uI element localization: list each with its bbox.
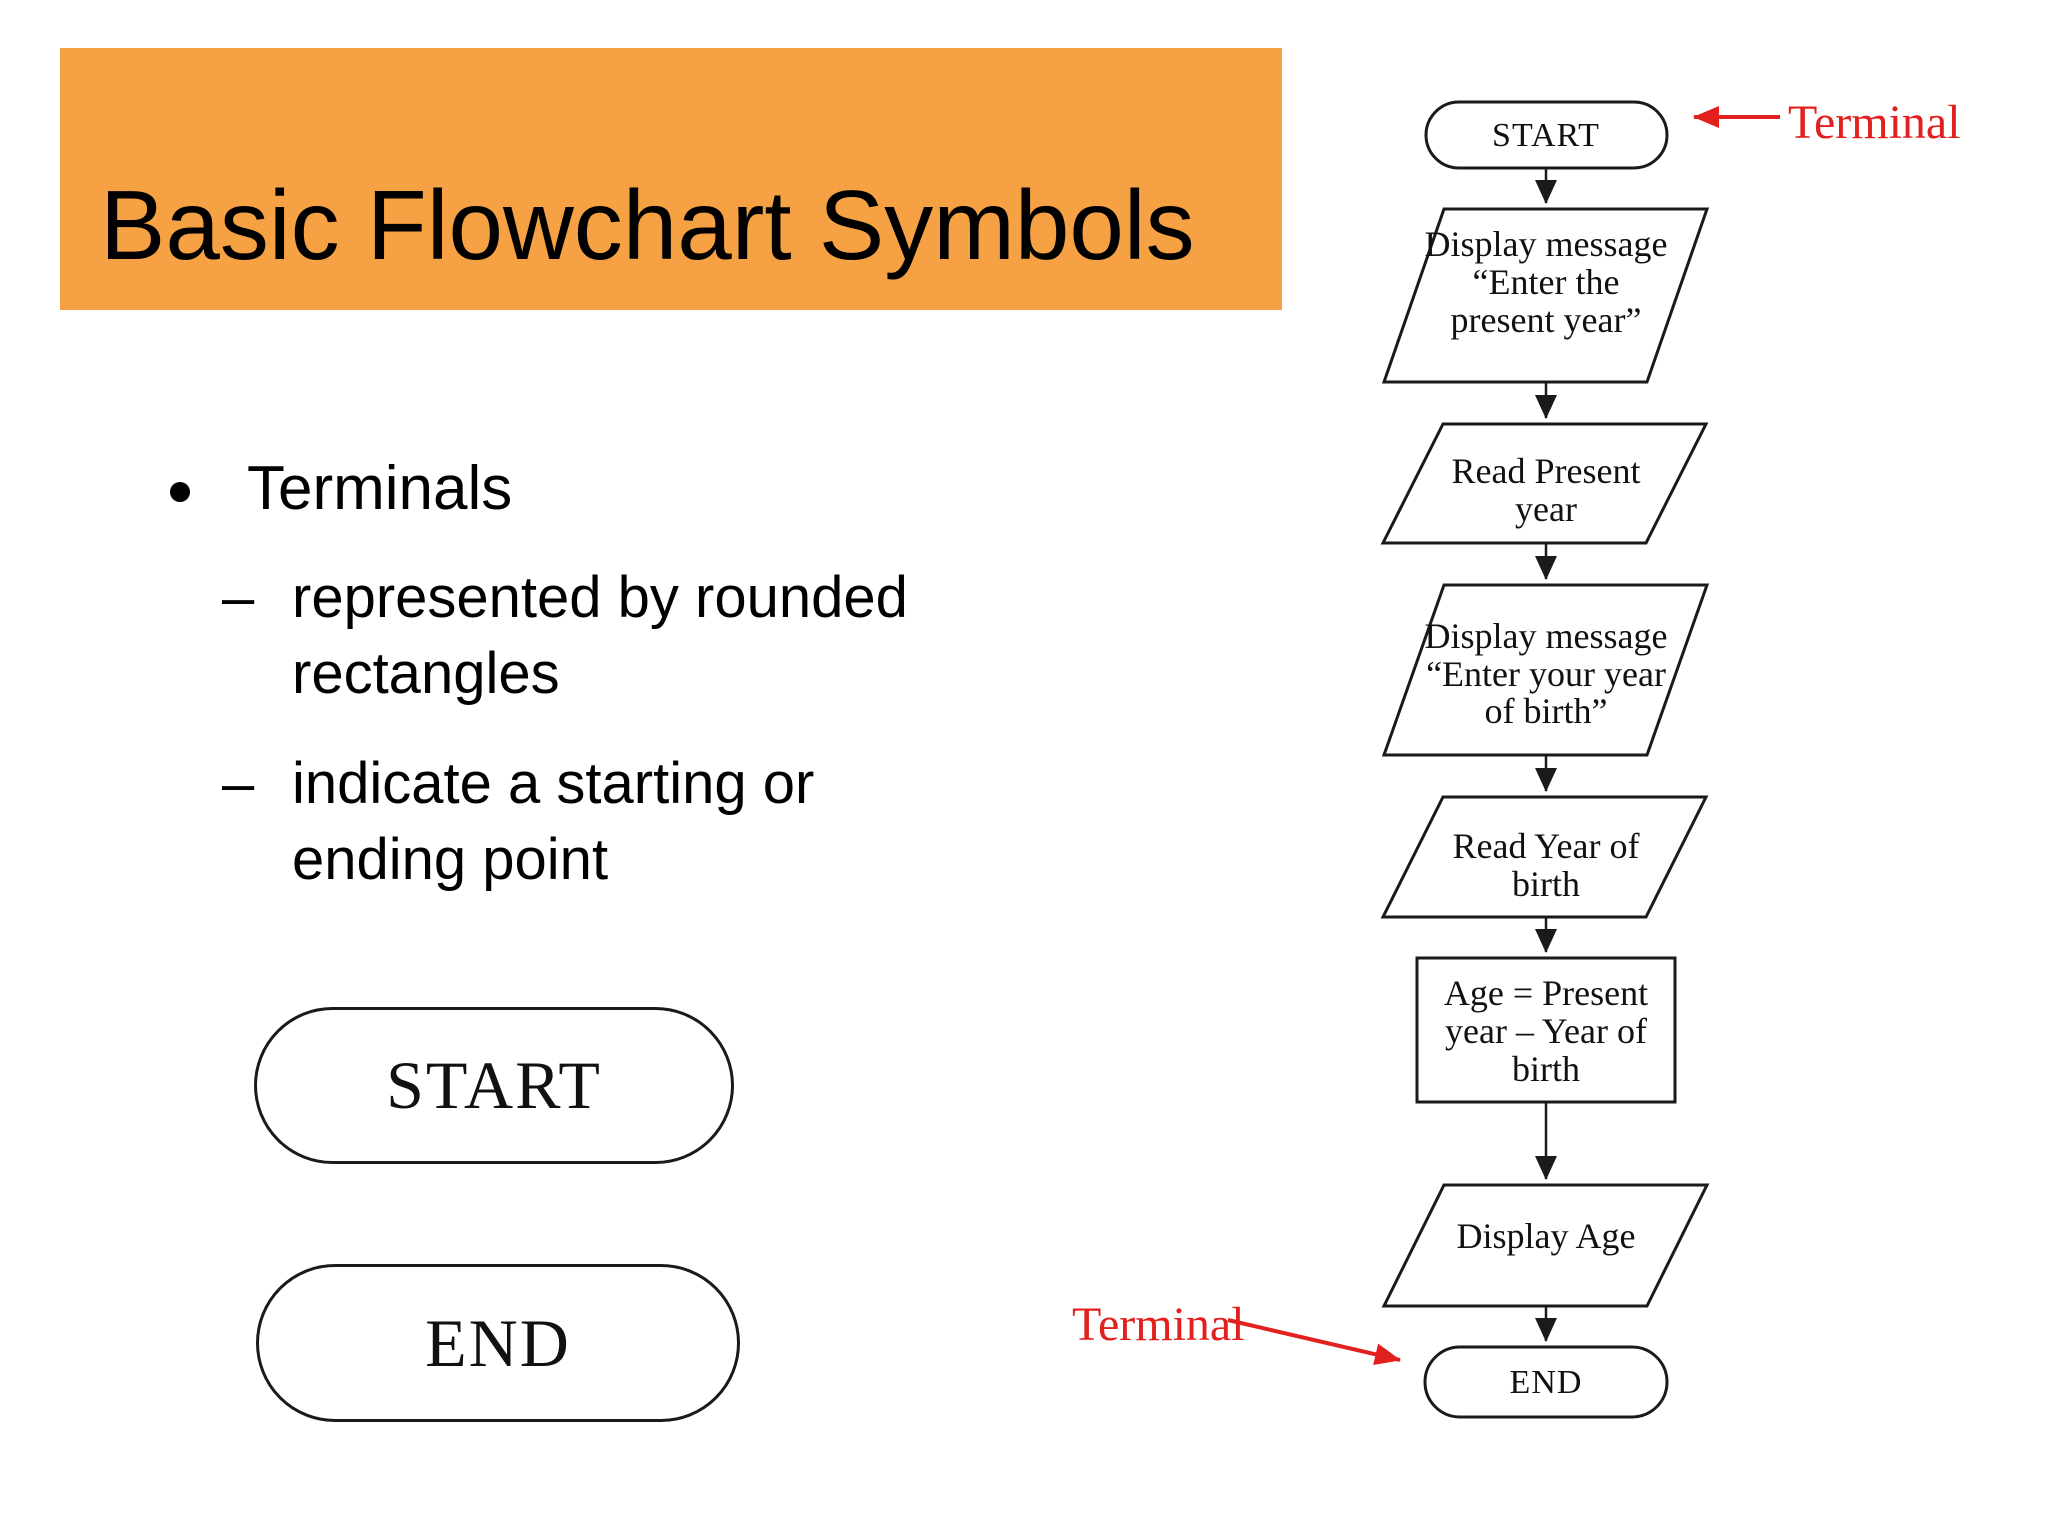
flow-io-enter-present-year-shape [1381,207,1710,384]
page-title: Basic Flowchart Symbols [100,170,1195,280]
bullet-dot [170,482,190,502]
flow-process-age-line-3: birth [1512,1049,1580,1089]
bullet-terminals: Terminals [247,454,513,523]
flow-io-read-birth-year-shape [1380,795,1709,919]
flow-io-read-present-year-shape [1380,422,1709,545]
start-terminal-example: START [254,1007,734,1164]
annotation-terminal-top: Terminal [1788,96,1961,149]
flow-end-terminal-label: END [1510,1364,1583,1401]
sub-bullet-2-line-2: ending point [292,827,609,892]
annotation-arrow-bottom [1227,1318,1401,1366]
flow-io-enter-birth-year-line-3: of birth” [1485,691,1608,731]
flow-io-enter-present-year-line-3: present year” [1451,300,1642,340]
flow-io-read-present-year-line-2: year [1515,489,1577,529]
sub-bullet-2: indicate a starting or ending point [292,746,814,898]
flow-io-enter-birth-year-line-1: Display message [1425,616,1668,656]
flow-process-age-line-2: year – Year of [1445,1011,1647,1051]
flow-start-terminal-label: START [1492,117,1600,154]
sub-bullet-1-line-1: represented by rounded [292,565,908,630]
flow-end-terminal-shape [1423,1345,1669,1419]
sub-bullet-2-line-1: indicate a starting or [292,751,815,816]
end-terminal-example: END [256,1264,740,1422]
sub-bullet-dash-2: – [222,751,255,816]
sub-bullet-1-line-2: rectangles [292,641,560,706]
flow-io-enter-birth-year-shape [1381,583,1710,757]
flow-io-display-age-line-1: Display Age [1457,1216,1636,1256]
title-banner: Basic Flowchart Symbols [60,48,1282,310]
start-terminal-example-label: START [386,1047,602,1123]
annotation-terminal-bottom: Terminal [1072,1298,1245,1351]
sub-bullet-dash-1: – [222,565,255,630]
flow-io-read-birth-year-line-1: Read Year of [1453,826,1640,866]
flow-io-display-age-shape [1381,1183,1710,1308]
flow-io-enter-birth-year-line-2: “Enter your year [1426,654,1666,694]
flow-io-read-present-year-line-1: Read Present [1452,451,1641,491]
flow-io-enter-present-year-line-1: Display message [1425,224,1668,264]
flowchart-diagram: START Display message “Enter the present… [1072,96,1961,1419]
flow-io-enter-present-year-line-2: “Enter the [1473,262,1620,302]
sub-bullet-1: represented by rounded rectangles [292,560,908,712]
flow-io-read-birth-year-line-2: birth [1512,864,1580,904]
flow-process-age-line-1: Age = Present [1444,973,1648,1013]
end-terminal-example-label: END [425,1304,571,1381]
